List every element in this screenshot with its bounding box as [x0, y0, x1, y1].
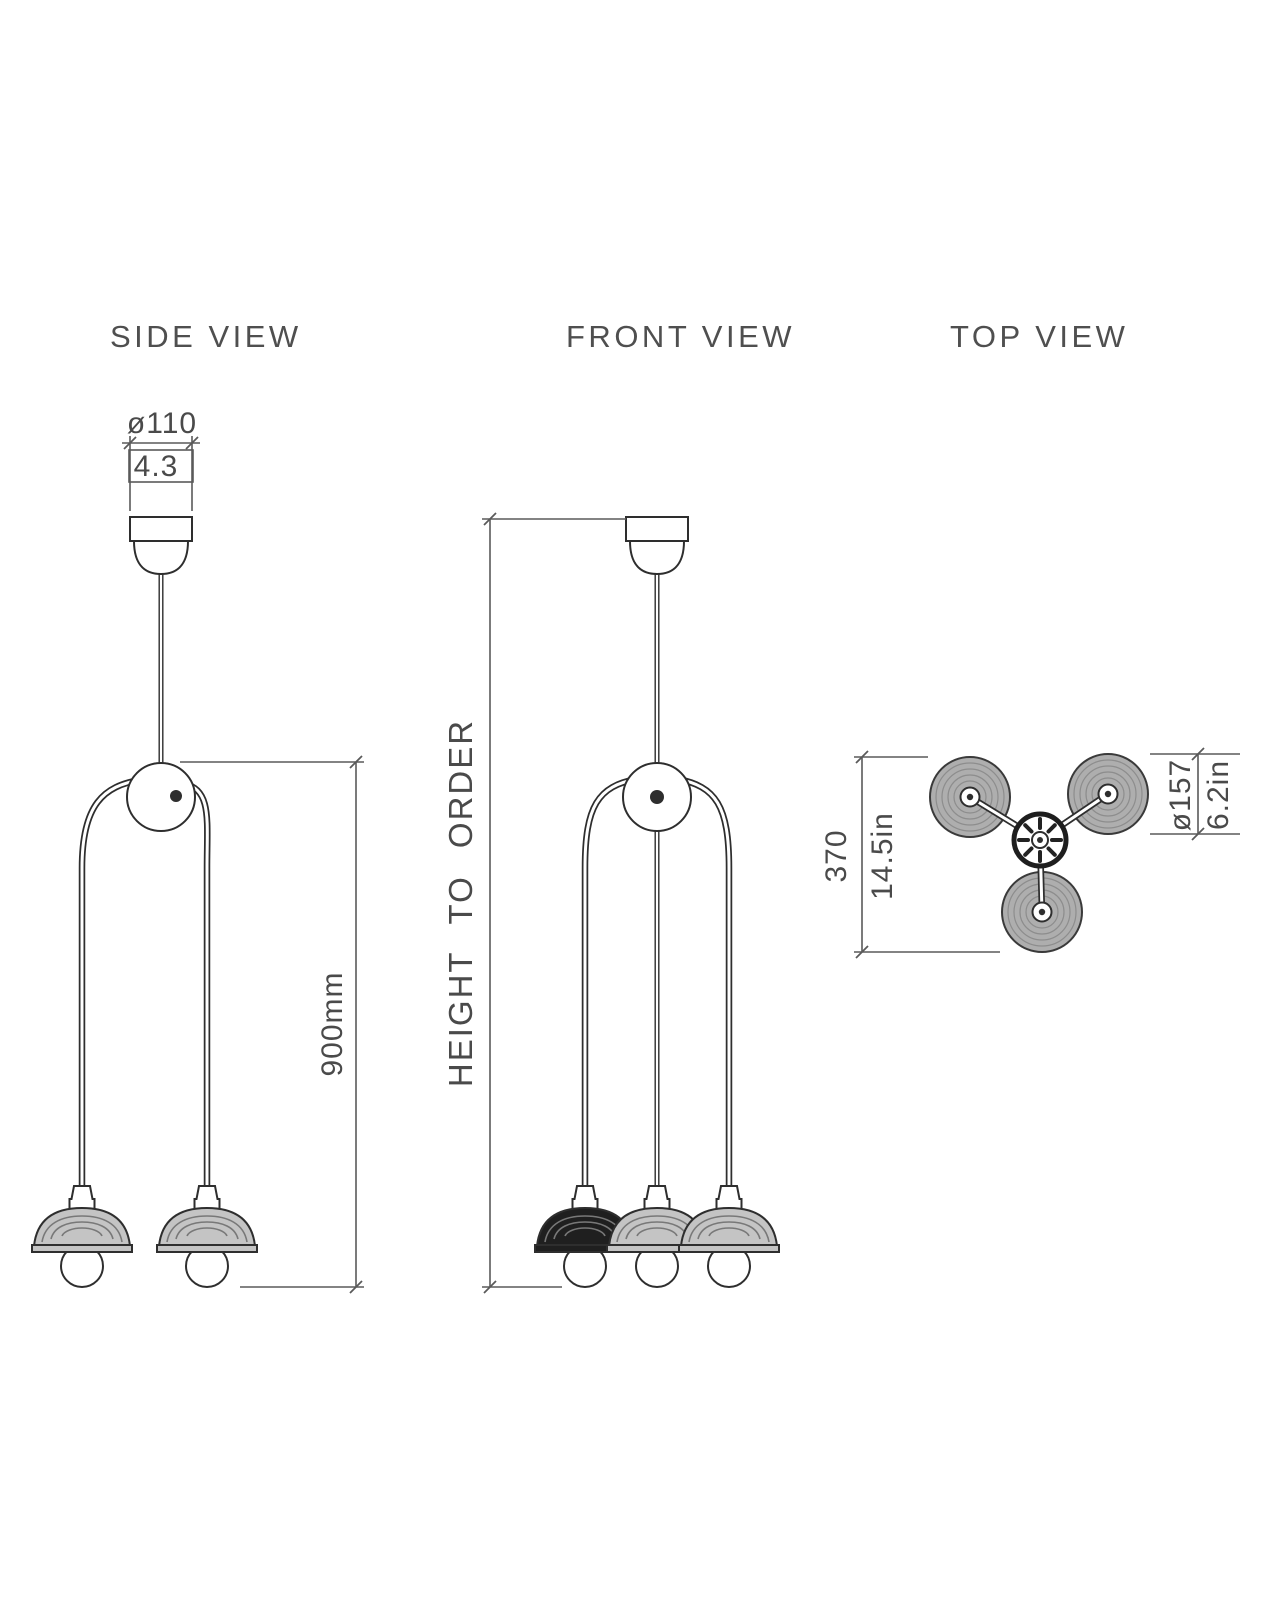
right-arm: [676, 775, 733, 1186]
dimension-top-span: 370 14.5in: [820, 750, 1000, 959]
shade-diameter-in: 6.2in: [1202, 760, 1235, 830]
front-view-label: FRONT VIEW: [566, 319, 795, 354]
dimension-drop-900mm: 900mm: [180, 755, 364, 1294]
side-view: ø110 4.3 900mm: [31, 407, 364, 1294]
drop-dimension-label: 900mm: [316, 971, 349, 1076]
ceiling-canopy: [129, 516, 193, 575]
dimension-shade-diameter: ø157 6.2in: [1150, 747, 1240, 841]
canopy-diameter-in: 4.3: [134, 450, 179, 483]
shade-diameter-mm: ø157: [1164, 759, 1197, 831]
hub-pivot-dot: [650, 790, 664, 804]
hub-top: [1011, 811, 1069, 869]
dimension-height-to-order: HEIGHT TO ORDER: [442, 512, 626, 1294]
lamp-head: [156, 1185, 258, 1288]
hub-sphere: [126, 762, 196, 832]
right-arm: [182, 779, 211, 1186]
canopy-diameter-mm: ø110: [127, 407, 197, 440]
height-to-order-label: HEIGHT TO ORDER: [442, 719, 479, 1087]
left-arm: [581, 775, 638, 1186]
top-view-label: TOP VIEW: [950, 319, 1128, 354]
ceiling-canopy: [625, 516, 689, 575]
hub-pivot-dot: [170, 790, 182, 802]
front-view: HEIGHT TO ORDER: [442, 512, 780, 1294]
side-view-label: SIDE VIEW: [110, 319, 302, 354]
top-span-mm: 370: [820, 829, 853, 882]
left-arm: [78, 776, 141, 1186]
top-span-in: 14.5in: [866, 812, 899, 900]
disc-pivots: [959, 783, 1119, 923]
top-view: 370 14.5in ø157 6.2in: [820, 747, 1240, 959]
dimension-canopy-diameter: ø110 4.3: [122, 407, 200, 511]
lamp-head: [31, 1185, 133, 1288]
lamp-head: [678, 1185, 780, 1288]
